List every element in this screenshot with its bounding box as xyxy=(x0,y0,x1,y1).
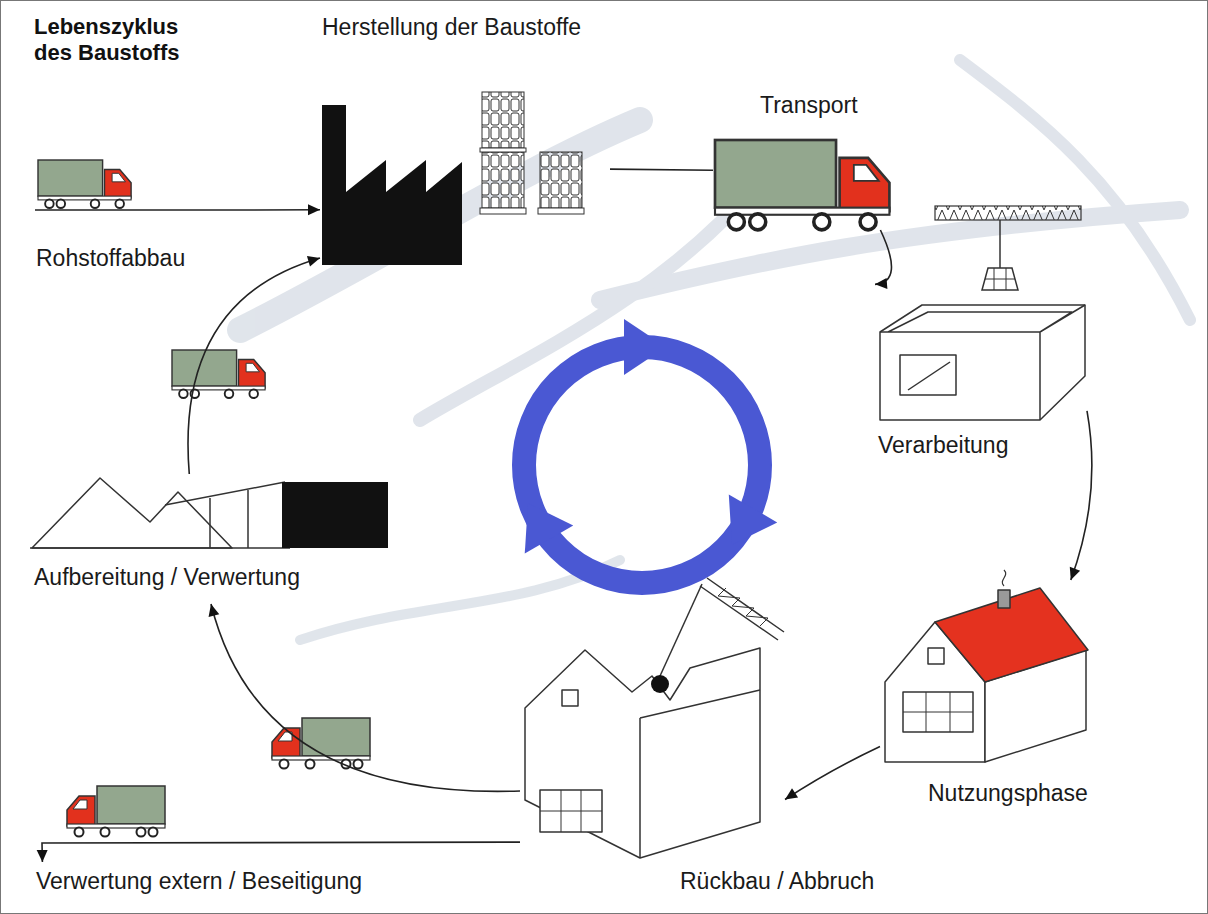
stage-label: Rohstoffabbau xyxy=(36,245,185,273)
stage-node: Herstellung der Baustoffe xyxy=(320,84,610,269)
stage-label: Nutzungsphase xyxy=(928,780,1088,808)
flow-arrow xyxy=(875,230,891,284)
stage-node: Nutzungsphase xyxy=(880,580,1092,765)
stage-node: Rückbau / Abbruch xyxy=(520,578,785,862)
stage-label: Aufbereitung / Verwertung xyxy=(34,564,300,592)
arrow-head xyxy=(308,204,320,215)
stage-label: Verarbeitung xyxy=(878,432,1008,460)
stage-label: Herstellung der Baustoffe xyxy=(322,14,581,42)
stage-label: Rückbau / Abbruch xyxy=(680,868,874,896)
arrow-head xyxy=(209,604,220,617)
flow-arrow xyxy=(610,169,713,170)
arrow-head xyxy=(37,850,48,862)
flow-arrow xyxy=(211,604,520,791)
arrow-head xyxy=(785,788,798,799)
stage-label: Verwertung extern / Beseitigung xyxy=(36,868,362,896)
stage-node: Verarbeitung xyxy=(875,200,1087,422)
stage-node: Transport xyxy=(713,138,893,230)
stage-node: Verwertung extern / Beseitigung xyxy=(34,862,454,908)
arrow-head xyxy=(1070,567,1080,580)
stage-node: Rohstoffabbau xyxy=(34,155,240,280)
flow-arrow xyxy=(42,842,520,862)
diagram-title: Lebenszyklus des Baustoffs xyxy=(34,14,214,66)
flow-arrow xyxy=(1071,411,1092,580)
stage-node: Aufbereitung / Verwertung xyxy=(30,474,392,604)
flow-arrow xyxy=(785,747,880,800)
flow-arrow xyxy=(188,258,320,474)
stage-label: Transport xyxy=(760,92,858,120)
arrow-head xyxy=(875,278,887,289)
arrow-head xyxy=(307,256,320,267)
